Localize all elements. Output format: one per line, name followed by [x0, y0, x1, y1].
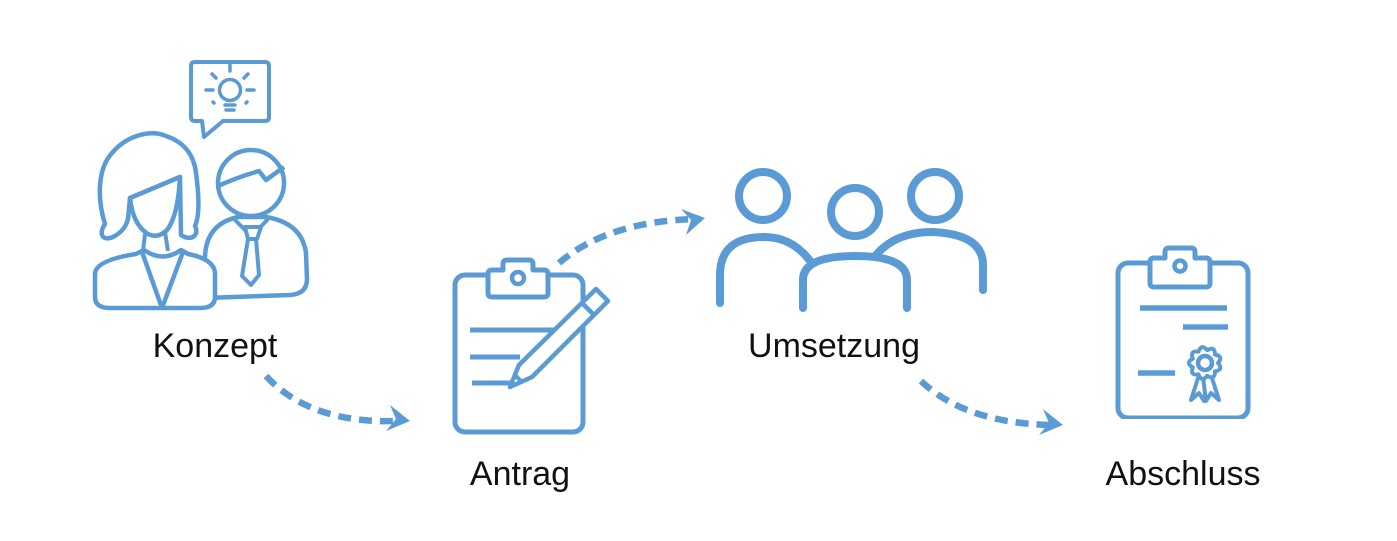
- step-label-abschluss: Abschluss: [1105, 455, 1261, 493]
- person-right-icon: [868, 168, 987, 294]
- clipboard-pencil-icon: [452, 257, 611, 435]
- certificate-clipboard-ribbon-icon: [1115, 245, 1251, 419]
- person-middle-icon: [799, 184, 911, 312]
- two-people-idea-bubble-icon: [92, 60, 310, 311]
- arrowhead-icon: [386, 405, 410, 431]
- woman-icon: [92, 131, 218, 311]
- person-left-icon: [716, 168, 820, 307]
- step-label-konzept: Konzept: [152, 327, 278, 365]
- idea-speech-bubble-icon: [189, 60, 271, 139]
- hair-icon: [97, 131, 201, 241]
- clipboard-clip-icon: [485, 257, 551, 300]
- face-icon: [127, 174, 183, 239]
- lightbulb-icon: [204, 63, 256, 112]
- arrow-umsetzung-to-abschluss: [918, 378, 1063, 435]
- text-lines-icon: [470, 327, 555, 386]
- clipboard-clip-icon: [1147, 245, 1213, 290]
- arrow-antrag-to-umsetzung: [556, 209, 705, 266]
- arrowhead-icon: [1039, 409, 1063, 435]
- man-icon: [202, 147, 310, 301]
- award-ribbon-icon: [1186, 345, 1223, 403]
- step-label-antrag: Antrag: [469, 455, 571, 493]
- pencil-icon: [507, 286, 611, 390]
- text-lines-icon: [1138, 305, 1228, 376]
- arrow-konzept-to-antrag: [263, 373, 410, 431]
- arrowhead-icon: [681, 209, 705, 235]
- three-people-team-icon: [716, 168, 987, 312]
- step-label-umsetzung: Umsetzung: [748, 327, 920, 365]
